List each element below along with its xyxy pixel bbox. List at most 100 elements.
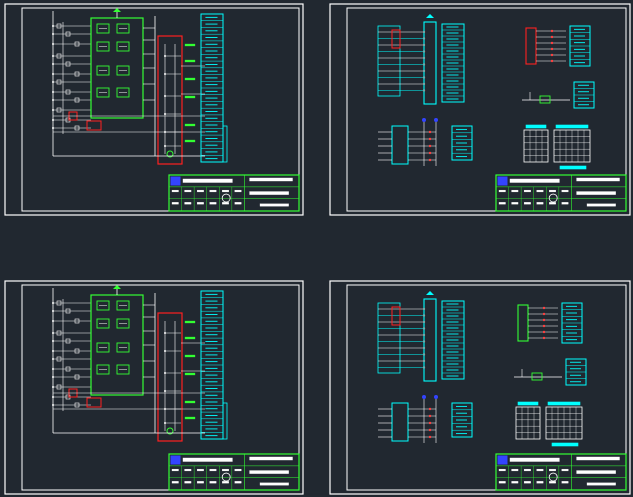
- terminal-block: [423, 298, 437, 382]
- junction-dot: [542, 318, 546, 322]
- lamp-symbol: [166, 427, 174, 435]
- junction-dot: [164, 372, 166, 374]
- junction-dot: [542, 336, 546, 340]
- junction-dot: [542, 324, 546, 328]
- terminal-header: [426, 291, 434, 295]
- junction-dot: [428, 130, 432, 134]
- wire-highlight: [391, 306, 401, 326]
- company-logo: [170, 176, 181, 186]
- sheet-outer-border: [329, 280, 631, 495]
- relay-coil: [116, 87, 130, 98]
- relay-coil: [96, 364, 110, 375]
- junction-dot: [428, 435, 432, 439]
- junction-dot: [550, 35, 554, 39]
- stamp-mark: [221, 193, 231, 203]
- junction-dot: [52, 376, 54, 378]
- control-schematic: [52, 285, 228, 442]
- junction-dot: [428, 158, 432, 162]
- junction-dot: [52, 25, 54, 27]
- terminal-strip: [451, 125, 473, 161]
- junction-dot: [542, 312, 546, 316]
- junction-dot: [52, 73, 54, 75]
- stamp-mark: [548, 472, 558, 482]
- wire-highlight: [391, 29, 401, 49]
- junction-dot: [52, 368, 54, 370]
- pin-table: [545, 401, 583, 440]
- breaker-highlight: [86, 120, 102, 131]
- company-logo: [170, 455, 181, 465]
- relay-coil: [96, 342, 110, 353]
- junction-dot: [428, 151, 432, 155]
- junction-dot: [52, 43, 54, 45]
- junction-dot: [52, 99, 54, 101]
- junction-dot: [164, 332, 166, 334]
- lamp-symbol: [166, 150, 174, 158]
- terminal-strip: [451, 402, 473, 438]
- sheet-inner-border: [346, 7, 627, 212]
- connector-pin: [422, 118, 426, 122]
- junction-dot: [164, 390, 166, 392]
- terminal-strip: [569, 25, 591, 67]
- junction-dot: [52, 358, 54, 360]
- junction-dot: [428, 421, 432, 425]
- pin-table: [523, 124, 549, 163]
- terminal-strip: [573, 81, 595, 109]
- junction-dot: [550, 47, 554, 51]
- terminal-strip: [565, 358, 587, 386]
- junction-dot: [52, 91, 54, 93]
- stamp-mark: [221, 472, 231, 482]
- selection-highlight: [157, 312, 183, 442]
- control-schematic: [52, 8, 228, 165]
- connector-pin: [434, 118, 438, 122]
- junction-dot: [550, 29, 554, 33]
- terminal-strip: [200, 290, 224, 440]
- sheet-outer-border: [329, 3, 631, 216]
- junction-dot: [428, 407, 432, 411]
- junction-dot: [542, 330, 546, 334]
- relay-coil: [96, 87, 110, 98]
- selection-highlight: [157, 35, 183, 165]
- sheet-top-right: [329, 3, 631, 216]
- stamp-mark: [548, 193, 558, 203]
- sheet-bottom-right: [329, 280, 631, 495]
- connector-x1: [525, 27, 537, 65]
- connector-pin: [434, 395, 438, 399]
- sheet-bottom-left: [4, 280, 304, 495]
- junction-dot: [550, 53, 554, 57]
- junction-dot: [428, 414, 432, 418]
- junction-dot: [164, 55, 166, 57]
- junction-dot: [52, 63, 54, 65]
- junction-dot: [164, 145, 166, 147]
- junction-dot: [52, 81, 54, 83]
- relay-coil: [116, 300, 130, 311]
- relay-coil: [116, 364, 130, 375]
- junction-dot: [52, 33, 54, 35]
- resistor-symbol: [531, 372, 543, 381]
- relay-coil: [116, 65, 130, 76]
- sheet-inner-border: [346, 284, 627, 491]
- relay-coil: [116, 342, 130, 353]
- relay-coil: [116, 318, 130, 329]
- junction-dot: [164, 95, 166, 97]
- terminal-strip: [200, 13, 224, 163]
- ground-symbol: [113, 8, 121, 12]
- junction-dot: [52, 302, 54, 304]
- junction-dot: [52, 340, 54, 342]
- company-logo: [497, 455, 508, 465]
- relay-coil: [116, 41, 130, 52]
- junction-dot: [52, 404, 54, 406]
- terminal-block: [423, 21, 437, 105]
- company-logo: [497, 176, 508, 186]
- junction-dot: [52, 310, 54, 312]
- title-block: [168, 453, 300, 491]
- junction-dot: [52, 320, 54, 322]
- junction-dot: [550, 41, 554, 45]
- pin-table: [515, 401, 541, 440]
- junction-dot: [164, 73, 166, 75]
- terminal-header: [426, 14, 434, 18]
- junction-dot: [52, 350, 54, 352]
- junction-dot: [164, 422, 166, 424]
- pin-table: [553, 124, 591, 163]
